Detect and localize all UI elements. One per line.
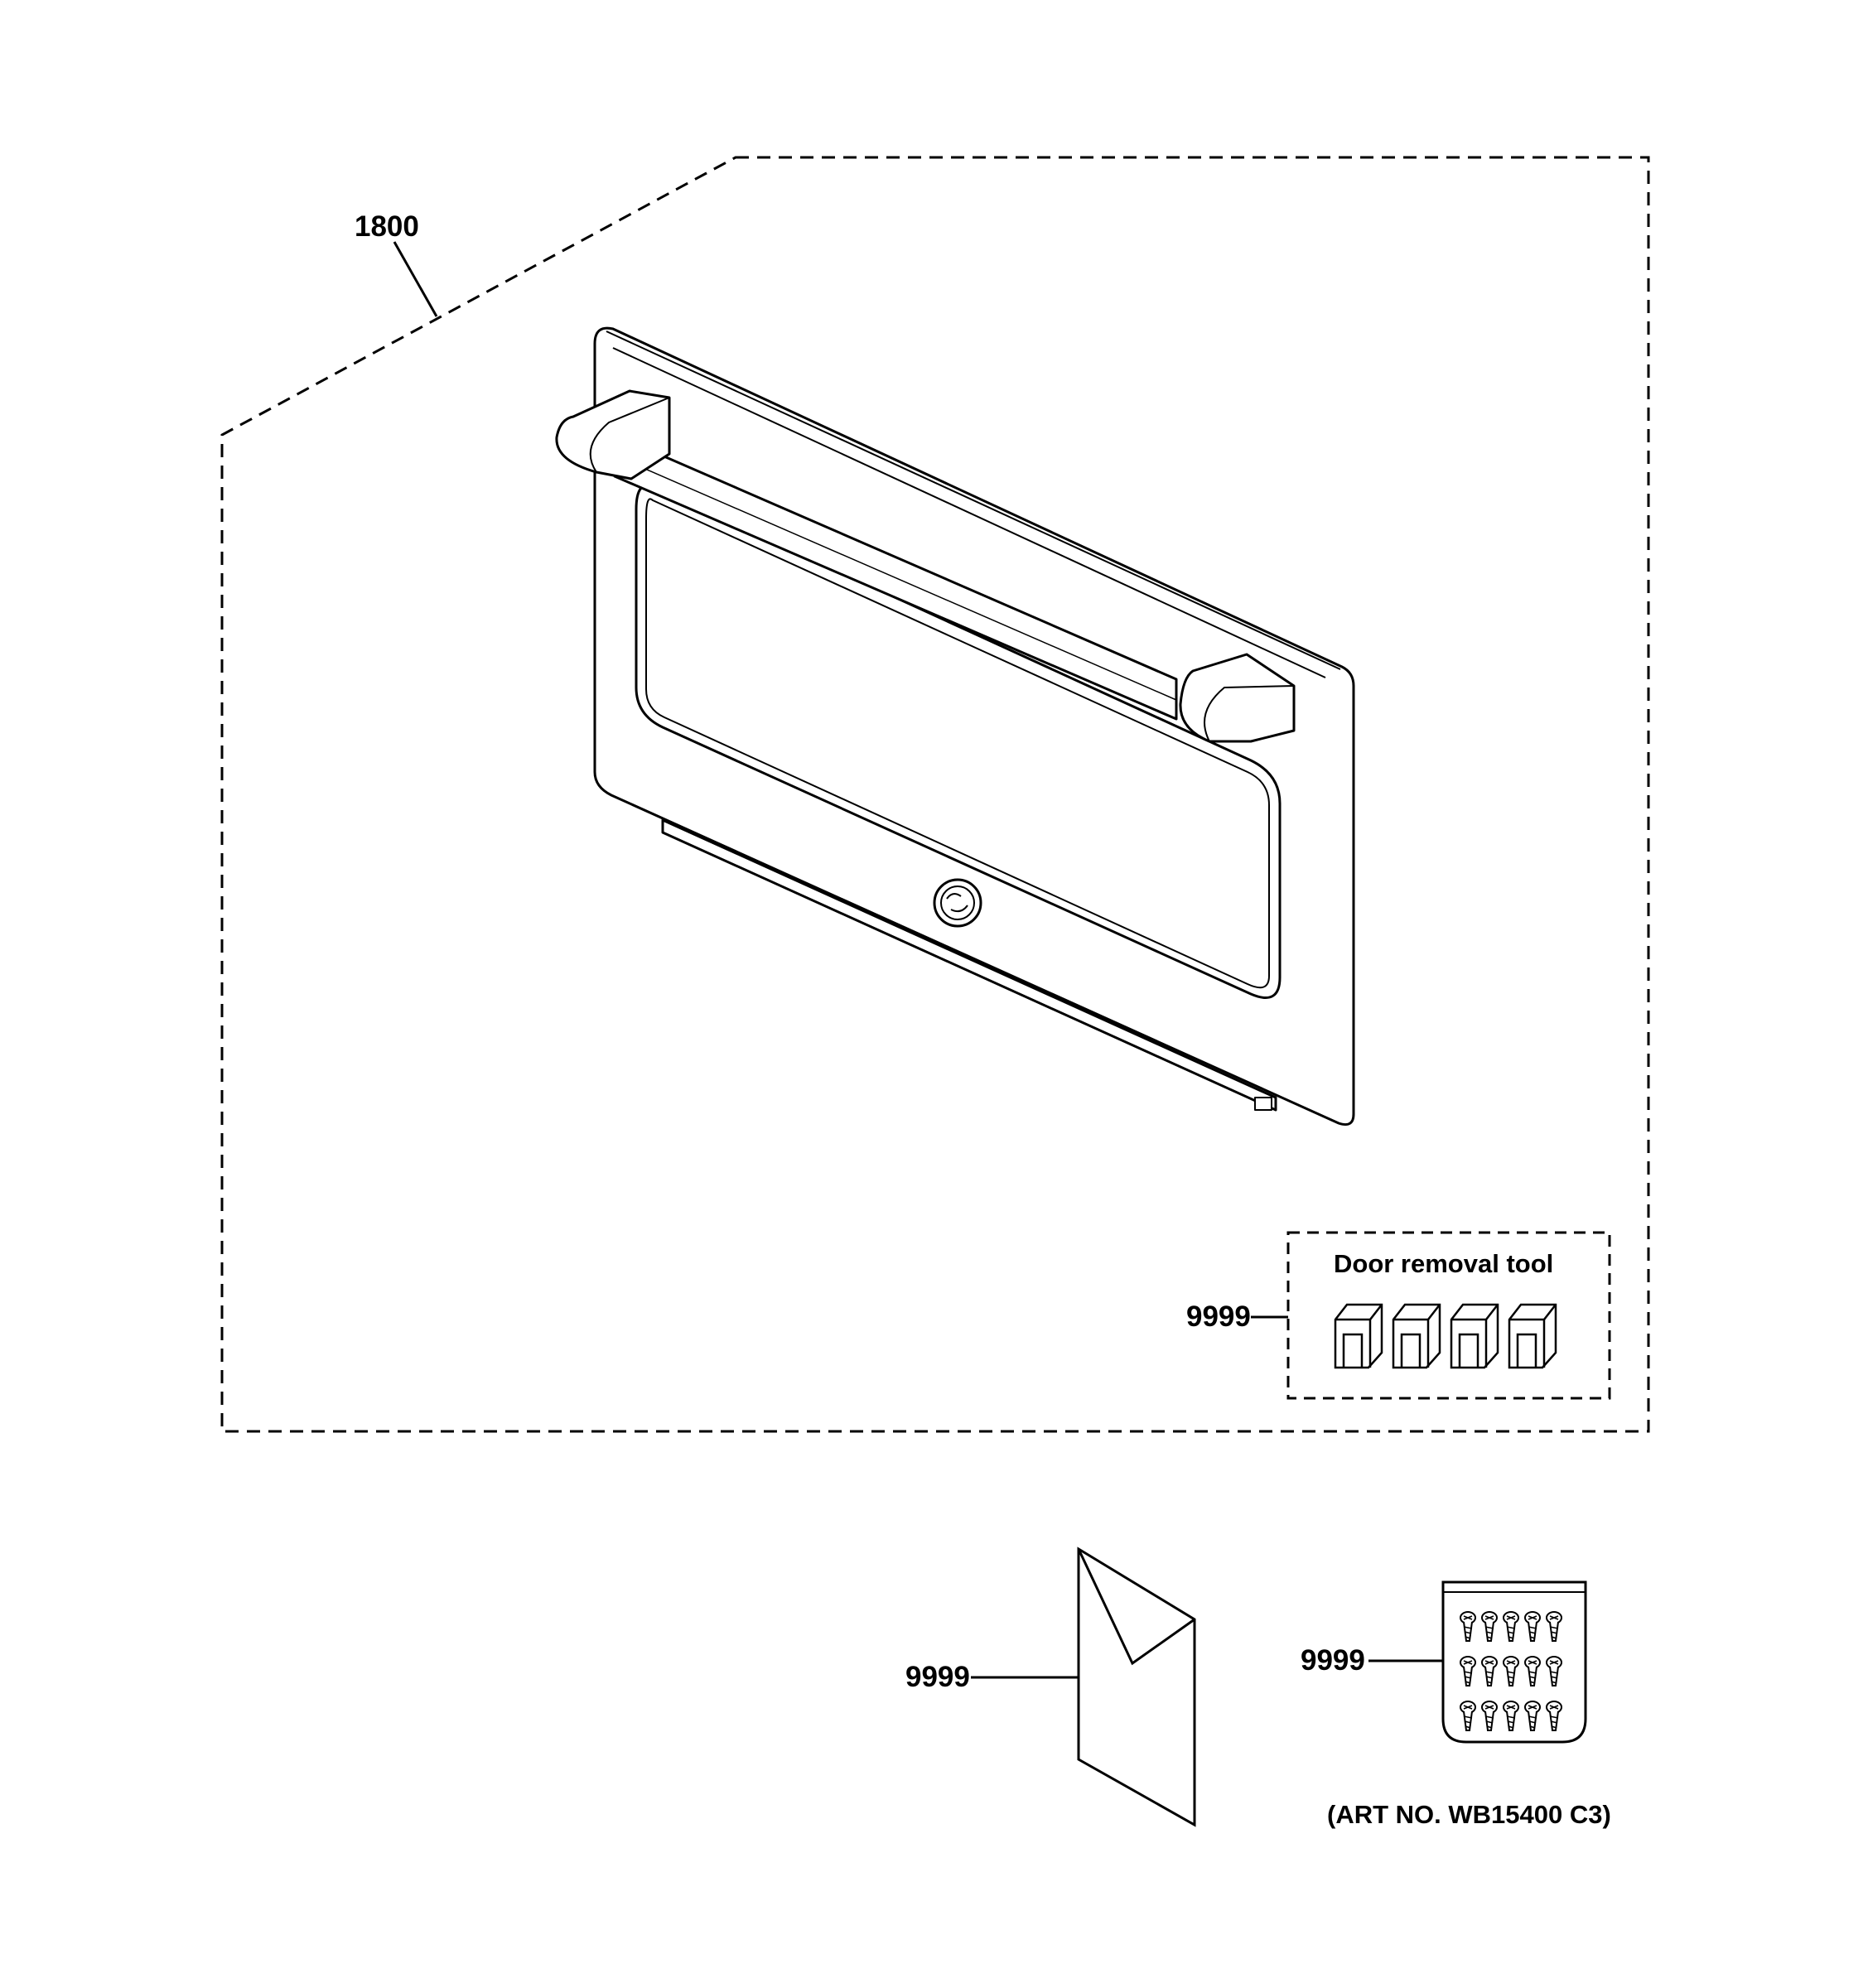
callout-9999-literature: 9999 (905, 1661, 970, 1693)
callout-9999-screw-pack: 9999 (1301, 1644, 1365, 1677)
ge-logo-icon (933, 878, 982, 928)
literature-icon (1077, 1546, 1196, 1827)
kit-boundary (220, 156, 1650, 1433)
leader-1800 (393, 241, 438, 317)
screw-pack-icon (1441, 1580, 1587, 1744)
door-removal-tool-title: Door removal tool (1334, 1249, 1554, 1278)
door-removal-tool-box (1286, 1231, 1611, 1400)
oven-door-icon (555, 326, 1355, 1127)
callout-1800: 1800 (355, 210, 419, 243)
art-number: (ART NO. WB15400 C3) (1327, 1800, 1611, 1829)
callout-9999-door-tool: 9999 (1186, 1300, 1251, 1333)
door-removal-tool-icon (1334, 1303, 1557, 1369)
